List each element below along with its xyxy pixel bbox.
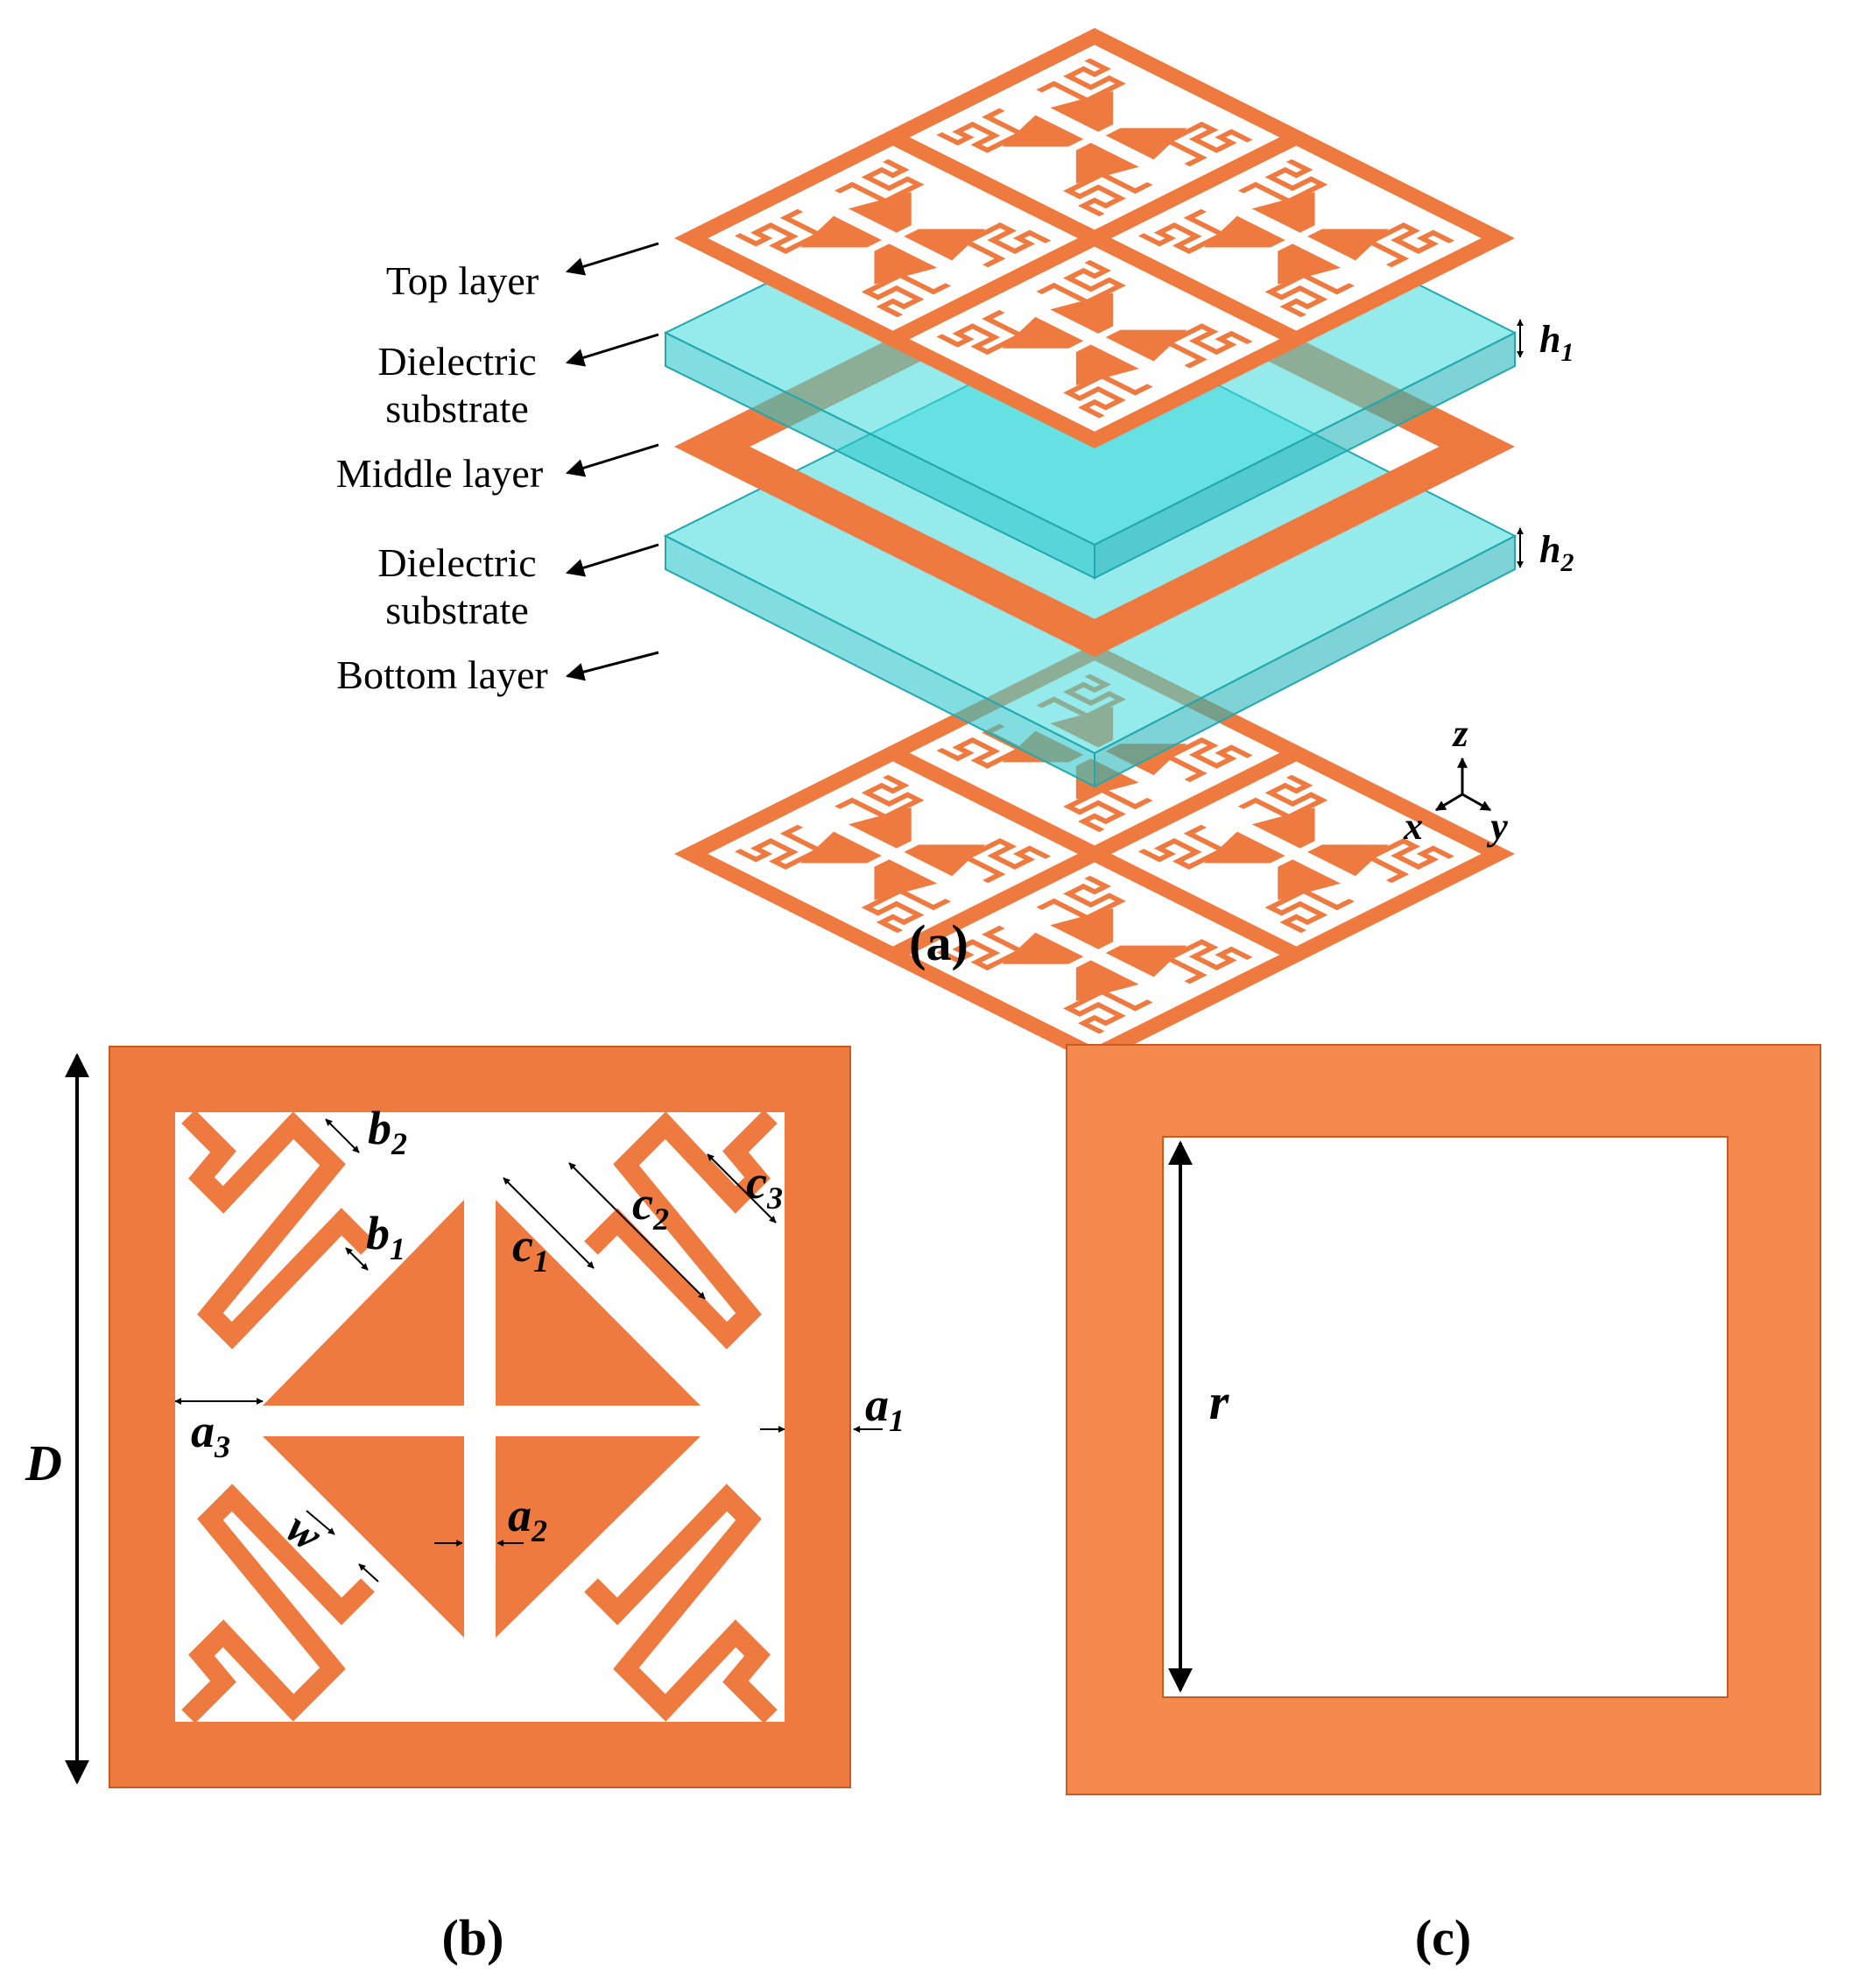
bottom-layer-shape — [673, 644, 1516, 1065]
label-substrate-2: substrate — [385, 588, 529, 632]
triangle-patches — [263, 1200, 701, 1638]
middle-layer-shape — [673, 236, 1516, 658]
arrow-icon — [565, 651, 659, 681]
arrow-icon — [565, 242, 659, 276]
dim-c3-arrow — [707, 1153, 777, 1223]
label-bottom-layer: Bottom layer — [336, 652, 547, 697]
arrow-icon — [565, 333, 659, 367]
axis-triad-icon — [1434, 757, 1492, 812]
dim-c2-arrow — [568, 1162, 706, 1300]
dim-b2-label: b2 — [368, 1102, 407, 1161]
arrow-icon — [565, 543, 659, 577]
dim-c2-label: c2 — [632, 1177, 669, 1237]
middle-layer-unit-cell: r (c) — [1066, 1044, 1821, 1966]
label-substrate-1: substrate — [385, 386, 529, 431]
arrow-icon — [565, 443, 659, 477]
label-dielectric-1: Dielectric — [377, 339, 536, 384]
caption-b: (b) — [442, 1909, 504, 1966]
axis-z-label: z — [1451, 712, 1468, 755]
h1-label: h1 — [1539, 318, 1574, 367]
caption-a: (a) — [909, 914, 968, 971]
label-top-layer: Top layer — [386, 258, 539, 303]
label-middle-layer: Middle layer — [336, 451, 543, 496]
axis-y-label: y — [1486, 805, 1508, 848]
exploded-layer-view: Top layer Dielectric substrate Middle la… — [336, 28, 1574, 1065]
dim-c3-label: c3 — [746, 1156, 783, 1216]
h2-label: h2 — [1539, 528, 1574, 577]
dim-w-arrow-upper — [306, 1510, 335, 1535]
dim-b2-arrow — [325, 1118, 360, 1153]
top-layer-shape — [673, 28, 1516, 449]
dim-a2-label: a2 — [508, 1489, 547, 1548]
dim-c1-label: c1 — [512, 1219, 549, 1279]
dim-D-label: D — [25, 1435, 62, 1491]
top-layer-unit-cell: D a3 a1 a2 b2 b1 c1 c2 c3 w (b) — [25, 1046, 905, 1966]
dim-a1-label: a1 — [865, 1378, 905, 1438]
caption-c: (c) — [1415, 1909, 1471, 1966]
axis-x-label: x — [1403, 805, 1423, 848]
ring-aperture — [1162, 1136, 1729, 1698]
dim-w-arrow-lower — [358, 1563, 379, 1583]
label-dielectric-2: Dielectric — [377, 540, 536, 585]
dim-b1-label: b1 — [366, 1207, 405, 1266]
dim-b1-arrow — [345, 1247, 369, 1271]
dim-r-label: r — [1209, 1373, 1229, 1430]
dim-a3-label: a3 — [191, 1405, 230, 1464]
